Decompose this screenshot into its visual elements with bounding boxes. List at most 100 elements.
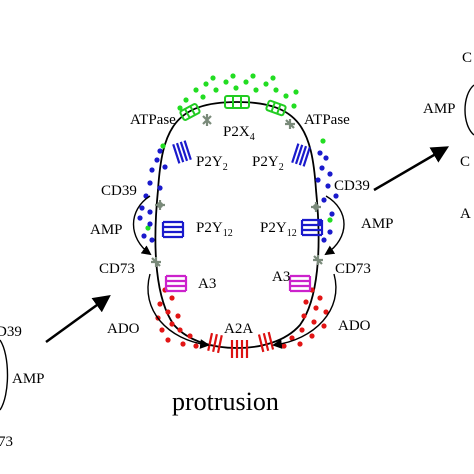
adp-dot [147, 221, 153, 227]
label-cd73-left: CD73 [99, 261, 135, 277]
label-p2y12-right: P2Y12 [260, 220, 297, 239]
ado-dot [311, 319, 317, 325]
atp-dot [233, 85, 239, 91]
adenosine-molecules [155, 287, 329, 349]
adp-dot [319, 165, 325, 171]
ado-dot [187, 333, 193, 339]
label-p2y2-right: P2Y2 [252, 154, 284, 173]
adp-dot [327, 171, 333, 177]
ado-dot [165, 337, 171, 343]
atp-dot [200, 94, 206, 100]
arrow-cd73-to-ado-right [272, 273, 337, 349]
label-p2y12-left: P2Y12 [196, 220, 233, 239]
atp-dot [270, 75, 276, 81]
adp-dot [149, 167, 155, 173]
ado-dot [289, 335, 295, 341]
ado-dot [159, 327, 165, 333]
partial-cell-right-arc [464, 84, 474, 136]
adp-dot [139, 205, 145, 211]
adp-dot [141, 233, 147, 239]
label-amp-left: AMP [90, 222, 123, 238]
atp-dot [253, 87, 259, 93]
label-amp-right: AMP [361, 216, 394, 232]
atp-dot [213, 87, 219, 93]
label-edge-cd39: D39 [0, 324, 22, 340]
atp-dot [320, 138, 326, 144]
label-p2y2-left: P2Y2 [196, 154, 228, 173]
adp-dot [157, 148, 163, 154]
label-a3-left: A3 [198, 276, 216, 292]
adp-dot [162, 164, 168, 170]
atp-dot [210, 75, 216, 81]
label-cd39-left: CD39 [101, 183, 137, 199]
atp-dot [223, 79, 229, 85]
adp-dot [147, 180, 153, 186]
adp-dot [317, 150, 323, 156]
ado-dot [323, 309, 329, 315]
label-a3-right: A3 [272, 269, 290, 285]
adp-dot [154, 157, 160, 163]
label-ado-right: ADO [338, 318, 371, 334]
adp-dot [147, 209, 153, 215]
adp-dot [321, 237, 327, 243]
label-atpase-right: ATPase [304, 112, 350, 128]
adp-dot [137, 215, 143, 221]
label-edge-cd73: 73 [0, 434, 13, 450]
atp-dot [327, 217, 333, 223]
ado-dot [297, 341, 303, 347]
ado-dot [193, 343, 199, 349]
atp-dot [183, 97, 189, 103]
ado-dot [299, 327, 305, 333]
label-cd39-right: CD39 [334, 178, 370, 194]
ado-dot [180, 341, 186, 347]
adp-dot [157, 185, 163, 191]
atp-dot [203, 81, 209, 87]
atp-dot [273, 87, 279, 93]
adp-dot [325, 183, 331, 189]
label-edge-right-c2: C [460, 154, 470, 170]
atp-dot [250, 73, 256, 79]
partial-cell-left-arc [0, 339, 9, 411]
ado-dot [303, 299, 309, 305]
ado-dot [281, 343, 287, 349]
ectoenzymes [151, 114, 323, 267]
label-ado-left: ADO [107, 321, 140, 337]
atp-dot [160, 143, 166, 149]
ado-dot [169, 295, 175, 301]
atp-dot [293, 89, 299, 95]
label-p2x4: P2X4 [223, 124, 255, 143]
arrow-cd39-to-amp-left [132, 195, 152, 256]
label-edge-right-a: A [460, 206, 471, 222]
adp-dot [149, 237, 155, 243]
label-a2a: A2A [224, 321, 253, 337]
ado-dot [301, 313, 307, 319]
label-cd73-right: CD73 [335, 261, 371, 277]
label-edge-right-c: C [462, 50, 472, 66]
caption-protrusion: protrusion [172, 387, 279, 416]
ado-dot [175, 313, 181, 319]
adp-dot [329, 211, 335, 217]
label-atpase-left: ATPase [130, 112, 176, 128]
ado-dot [165, 309, 171, 315]
p2y-receptors [161, 140, 324, 239]
ado-dot [157, 301, 163, 307]
atp-dot [145, 225, 151, 231]
adp-dot [321, 197, 327, 203]
atp-dot [177, 105, 183, 111]
label-edge-amp: AMP [12, 371, 45, 387]
ado-dot [309, 333, 315, 339]
arrow-out-of-protrusion [373, 146, 450, 192]
atp-dot [263, 81, 269, 87]
arrow-into-protrusion [45, 294, 111, 344]
ado-dot [321, 323, 327, 329]
atp-dot [291, 103, 297, 109]
atp-dot [243, 79, 249, 85]
adp-dot [327, 229, 333, 235]
label-edge-right-amp: AMP [423, 101, 456, 117]
adp-dot [323, 155, 329, 161]
a3-receptors [164, 274, 312, 293]
ado-dot [317, 295, 323, 301]
adp-dot [333, 193, 339, 199]
ado-dot [313, 305, 319, 311]
